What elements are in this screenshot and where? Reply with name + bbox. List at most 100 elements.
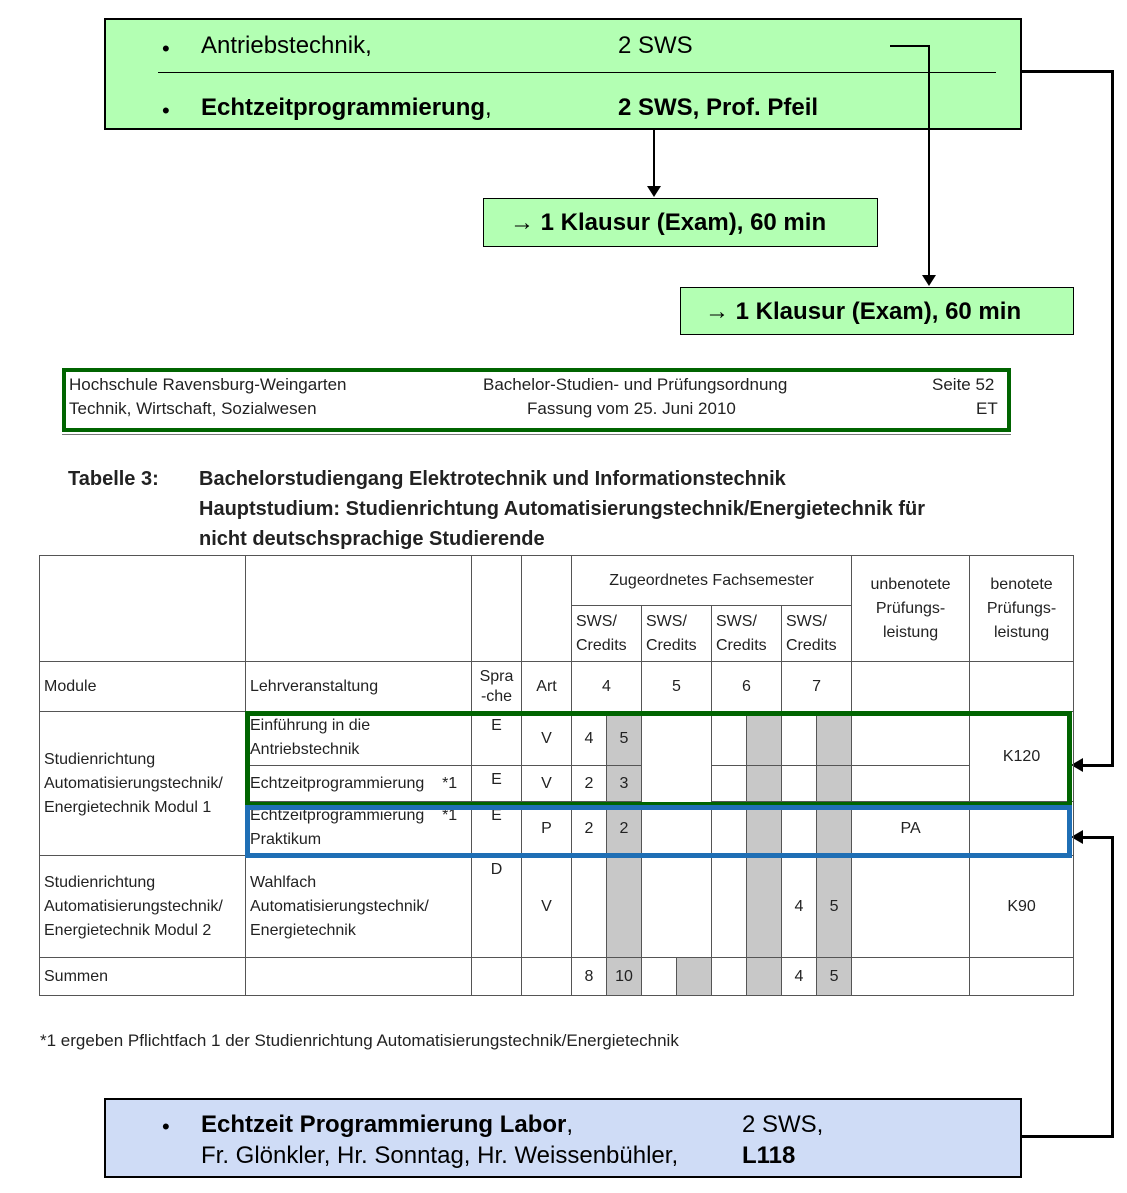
arrow-head-icon bbox=[922, 275, 936, 286]
art-cell: V bbox=[521, 855, 572, 958]
sws-cell: 2 bbox=[571, 801, 607, 856]
empty-cell bbox=[471, 957, 522, 996]
credits-cell: 2 bbox=[606, 801, 642, 856]
lab-people: Fr. Glönkler, Hr. Sonntag, Hr. Weissenbü… bbox=[201, 1142, 679, 1169]
sws-cell: 4 bbox=[781, 855, 817, 958]
sws-credits-header: SWS/ Credits bbox=[641, 605, 712, 662]
empty-cell bbox=[571, 855, 607, 958]
shaded-cell bbox=[746, 765, 782, 802]
module-2-cell: Studienrichtung Automatisierungstechnik/… bbox=[39, 855, 246, 958]
arrow-head-icon bbox=[1071, 830, 1083, 844]
doc-header-left-1: Hochschule Ravensburg-Weingarten bbox=[69, 375, 347, 394]
shaded-cell bbox=[746, 711, 782, 766]
unbenotete-header: unbenotete Prüfungs-leistung bbox=[851, 555, 971, 662]
sws-credits-header: SWS/ Credits bbox=[571, 605, 642, 662]
empty-cell bbox=[851, 855, 971, 958]
table-caption-label: Tabelle 3: bbox=[68, 468, 159, 490]
bullet-icon: • bbox=[162, 1114, 170, 1139]
connector-line bbox=[1022, 70, 1114, 73]
sws-echtzeit: 2 SWS, Prof. Pfeil bbox=[618, 94, 819, 121]
credits-cell: 5 bbox=[606, 711, 642, 766]
semester-4: 4 bbox=[571, 661, 642, 712]
lab-course: Echtzeit Programmierung Labor, bbox=[201, 1111, 573, 1139]
doc-header-center-1: Bachelor-Studien- und Prüfungsordnung bbox=[483, 375, 788, 394]
doc-header-right-1: Seite 52 bbox=[932, 375, 995, 394]
shaded-cell bbox=[746, 957, 782, 996]
shaded-cell bbox=[746, 855, 782, 958]
connector-line bbox=[890, 45, 930, 47]
empty-cell bbox=[711, 855, 747, 958]
sws-cell: 4 bbox=[571, 711, 607, 766]
divider-line bbox=[158, 72, 996, 73]
sws-credits-header: SWS/ Credits bbox=[711, 605, 782, 662]
course-echtzeit-name: Echtzeitprogrammierung bbox=[201, 94, 486, 121]
sum-sws-4: 8 bbox=[571, 957, 607, 996]
exam-box-echtzeit: → 1 Klausur (Exam), 60 min bbox=[483, 198, 878, 247]
sprache-cell: D bbox=[471, 855, 522, 958]
highlight-frame-blue bbox=[245, 805, 1072, 858]
study-plan-table: Zugeordnetes Fachsemester unbenotete Prü… bbox=[39, 555, 1075, 996]
shaded-cell bbox=[815, 711, 853, 766]
doc-header-rule bbox=[62, 434, 1011, 435]
credits-cell: 5 bbox=[815, 855, 853, 958]
empty-cell bbox=[521, 957, 572, 996]
shaded-cell bbox=[606, 855, 642, 958]
course-antriebstechnik: Antriebstechnik, bbox=[201, 32, 372, 59]
art-cell: P bbox=[521, 801, 572, 856]
doc-header-frame bbox=[62, 368, 1011, 432]
empty-cell bbox=[711, 765, 747, 802]
doc-header-left-2: Technik, Wirtschaft, Sozialwesen bbox=[69, 399, 317, 418]
shaded-cell bbox=[746, 801, 782, 856]
empty-cell bbox=[969, 661, 1075, 712]
top-course-box: • Antriebstechnik, 2 SWS • Echtzeitprogr… bbox=[104, 18, 1022, 130]
highlight-frame-green bbox=[245, 711, 1072, 807]
course-echtzeit: Echtzeitprogrammierung, bbox=[201, 94, 492, 122]
comma: , bbox=[485, 94, 492, 121]
empty-cell bbox=[969, 957, 1075, 996]
semester-6: 6 bbox=[711, 661, 782, 712]
exam-label: → 1 Klausur (Exam), 60 min bbox=[705, 298, 1022, 325]
lv-wahlfach: Wahlfach Automatisierungstechnik/ Energi… bbox=[245, 855, 472, 958]
empty-header-cell bbox=[245, 555, 472, 662]
bottom-lab-box: • Echtzeit Programmierung Labor, 2 SWS, … bbox=[104, 1098, 1022, 1178]
empty-cell bbox=[641, 855, 712, 958]
empty-cell bbox=[245, 957, 472, 996]
module-1-cell: Studienrichtung Automatisierungstechnik/… bbox=[39, 711, 246, 856]
connector-line bbox=[1082, 836, 1114, 839]
col-sprache: Spra -che bbox=[471, 661, 522, 712]
sum-sws-7: 4 bbox=[781, 957, 817, 996]
table-caption-line3: nicht deutschsprachige Studierende bbox=[199, 528, 545, 550]
semester-header: Zugeordnetes Fachsemester bbox=[570, 555, 853, 606]
doc-header-right-2: ET bbox=[976, 399, 998, 418]
table-caption-line2: Hauptstudium: Studienrichtung Automatisi… bbox=[199, 498, 925, 520]
summen-label: Summen bbox=[39, 957, 246, 996]
sws-credits-header: SWS/ Credits bbox=[780, 605, 853, 662]
semester-7: 7 bbox=[780, 661, 853, 712]
semester-5: 5 bbox=[641, 661, 712, 712]
exam-box-antrieb: → 1 Klausur (Exam), 60 min bbox=[680, 287, 1074, 335]
col-lehrveranstaltung: Lehrveranstaltung bbox=[245, 661, 472, 712]
shaded-cell bbox=[815, 801, 853, 856]
table-caption-line1: Bachelorstudiengang Elektrotechnik und I… bbox=[199, 468, 786, 490]
sum-credits-7: 5 bbox=[815, 957, 853, 996]
sws-antriebstechnik: 2 SWS bbox=[618, 32, 693, 59]
empty-header-cell bbox=[521, 555, 572, 662]
lv-echtzeit-praktikum: Echtzeitprogrammierung *1 Praktikum bbox=[245, 801, 472, 856]
empty-header-cell bbox=[39, 555, 246, 662]
arrow-head-icon bbox=[1071, 758, 1083, 772]
shaded-cell bbox=[676, 957, 712, 996]
empty-cell bbox=[641, 957, 677, 996]
col-art: Art bbox=[521, 661, 572, 712]
footnote: *1 ergeben Pflichtfach 1 der Studienrich… bbox=[40, 1031, 679, 1050]
bullet-icon: • bbox=[162, 36, 170, 61]
lab-sws: 2 SWS, bbox=[742, 1111, 824, 1138]
bullet-icon: • bbox=[162, 98, 170, 123]
connector-line bbox=[928, 45, 930, 277]
lab-course-name: Echtzeit Programmierung Labor bbox=[201, 1111, 567, 1138]
empty-cell bbox=[851, 957, 971, 996]
benotet-k120: K120 bbox=[969, 711, 1075, 802]
benotet-k90: K90 bbox=[969, 855, 1075, 958]
arrow-head-icon bbox=[647, 186, 661, 197]
empty-cell bbox=[969, 801, 1075, 856]
comma: , bbox=[566, 1111, 574, 1138]
